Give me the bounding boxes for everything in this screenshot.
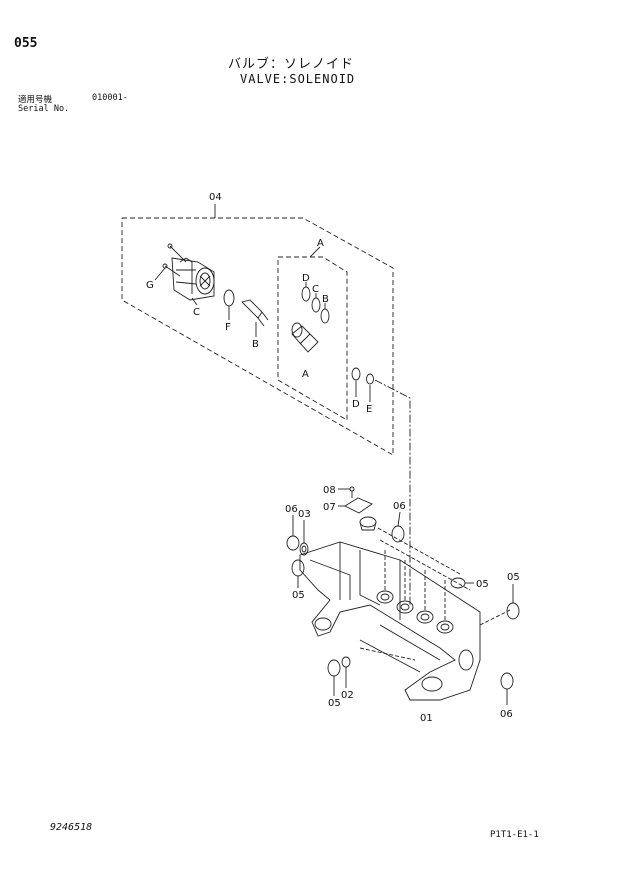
plug-06-bottom [500, 672, 514, 690]
o-ring-F [223, 289, 235, 307]
page-number: 055 [14, 36, 38, 51]
leader-G [154, 267, 166, 281]
plug-06-left [286, 535, 300, 551]
callout-03: 03 [298, 509, 311, 520]
seal-D [301, 286, 311, 302]
callout-05-far: 05 [507, 572, 520, 583]
plug-05-right [450, 577, 466, 589]
callout-06-bottom: 06 [500, 709, 513, 720]
title-english: VALVE:SOLENOID [240, 72, 356, 86]
callout-G: G [146, 280, 154, 291]
plug-05-bottom [327, 659, 341, 677]
plug-06-top [391, 525, 405, 543]
callout-02: 02 [341, 690, 354, 701]
group-A-outline [277, 256, 348, 421]
solenoid-coil [171, 257, 215, 301]
callout-E: E [366, 404, 372, 415]
callout-D-top: D [302, 273, 310, 284]
plug-05-left [291, 559, 305, 577]
callout-01: 01 [420, 713, 433, 724]
drawing-number: 9246518 [50, 822, 93, 833]
callout-A-top: A [317, 238, 324, 249]
callout-F: F [225, 322, 231, 333]
callout-D-outer: D [352, 399, 360, 410]
leader-C-coil [191, 297, 198, 306]
callout-B-top: B [322, 294, 329, 305]
title-japanese: バルブ：ソレノイド [228, 57, 355, 72]
seal-B [320, 308, 330, 324]
seal-D-outer [351, 367, 361, 381]
callout-05-right: 05 [476, 579, 489, 590]
assembly-centerline [374, 379, 411, 605]
valve-stem-B [241, 299, 269, 327]
callout-B-stem: B [252, 339, 259, 350]
callout-05-left: 05 [292, 590, 305, 601]
fitting-02 [341, 656, 351, 668]
serial-value: 010001- [92, 93, 128, 103]
plate-07 [344, 497, 373, 514]
seal-C [311, 297, 321, 313]
seal-03 [299, 542, 309, 556]
bolt-G [162, 243, 187, 277]
leader-06-top [397, 511, 401, 527]
seal-E [366, 373, 374, 385]
callout-C-coil: C [193, 307, 200, 318]
cartridge-body [291, 322, 319, 353]
sheet-code: P1T1-E1-1 [490, 830, 539, 840]
serial-label-english: Serial No. [18, 104, 70, 114]
screw-08 [338, 486, 355, 498]
callout-04: 04 [209, 192, 222, 203]
callout-05-bottom: 05 [328, 698, 341, 709]
callout-06-top: 06 [393, 501, 406, 512]
callout-08: 08 [323, 485, 336, 496]
serial-label-japanese: 適用号機 [18, 95, 53, 105]
callout-07: 07 [323, 502, 336, 513]
leader-A-top [309, 246, 321, 258]
plug-05a [359, 516, 377, 531]
valve-body [299, 541, 481, 701]
group-04-outline [121, 217, 394, 456]
callout-A-bottom: A [302, 369, 309, 380]
callout-06-left: 06 [285, 504, 298, 515]
callout-C-top: C [312, 284, 319, 295]
